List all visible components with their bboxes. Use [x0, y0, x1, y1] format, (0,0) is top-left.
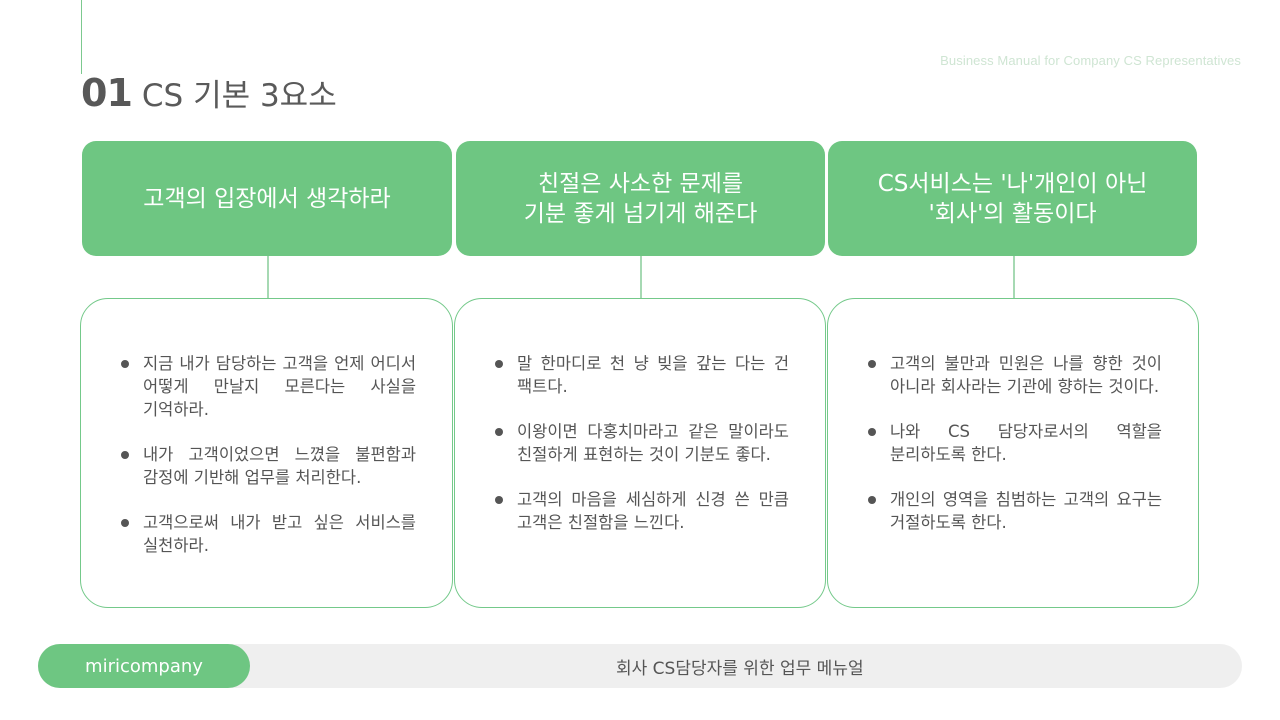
bullet-icon — [495, 360, 503, 368]
list-item: 고객의 마음을 세심하게 신경 쓴 만큼 고객은 친절함을 느낀다. — [495, 488, 789, 534]
bullet-text: 고객의 불만과 민원은 나를 향한 것이 아니라 회사라는 기관에 향하는 것이… — [890, 354, 1162, 396]
bullet-icon — [121, 360, 129, 368]
bullet-text: 내가 고객이었으면 느꼈을 불편함과 감정에 기반해 업무를 처리한다. — [143, 445, 416, 487]
column-2-connector — [640, 256, 642, 299]
bullet-icon — [868, 496, 876, 504]
list-item: 이왕이면 다홍치마라고 같은 말이라도 친절하게 표현하는 것이 기분도 좋다. — [495, 420, 789, 466]
column-2-heading: 친절은 사소한 문제를 기분 좋게 넘기게 해준다 — [523, 170, 758, 227]
list-item: 고객의 불만과 민원은 나를 향한 것이 아니라 회사라는 기관에 향하는 것이… — [868, 352, 1162, 398]
bullet-text: 지금 내가 담당하는 고객을 언제 어디서 어떻게 만날지 모른다는 사실을 기… — [143, 354, 416, 419]
decorative-vertical-line — [81, 0, 82, 74]
bullet-icon — [495, 428, 503, 436]
footer-brand: miricompany — [85, 655, 203, 677]
column-2-heading-box: 친절은 사소한 문제를 기분 좋게 넘기게 해준다 — [456, 141, 825, 256]
list-item: 말 한마디로 천 냥 빚을 갚는 다는 건 팩트다. — [495, 352, 789, 398]
column-1-bullet-list: 지금 내가 담당하는 고객을 언제 어디서 어떻게 만날지 모른다는 사실을 기… — [121, 352, 416, 579]
list-item: 지금 내가 담당하는 고객을 언제 어디서 어떻게 만날지 모른다는 사실을 기… — [121, 352, 416, 421]
footer-caption: 회사 CS담당자를 위한 업무 메뉴얼 — [616, 659, 864, 679]
section-number: 01 — [81, 71, 133, 115]
column-1-card: 지금 내가 담당하는 고객을 언제 어디서 어떻게 만날지 모른다는 사실을 기… — [80, 298, 453, 608]
column-1-connector — [267, 256, 269, 299]
bullet-text: 개인의 영역을 침범하는 고객의 요구는 거절하도록 한다. — [890, 490, 1162, 532]
bullet-icon — [495, 496, 503, 504]
list-item: 내가 고객이었으면 느꼈을 불편함과 감정에 기반해 업무를 처리한다. — [121, 443, 416, 489]
bullet-text: 말 한마디로 천 냥 빚을 갚는 다는 건 팩트다. — [517, 354, 789, 396]
section-title: CS 기본 3요소 — [141, 78, 337, 114]
column-3-heading: CS서비스는 '나'개인이 아닌 '회사'의 활동이다 — [877, 170, 1148, 227]
bullet-icon — [868, 428, 876, 436]
column-2-bullet-list: 말 한마디로 천 냥 빚을 갚는 다는 건 팩트다. 이왕이면 다홍치마라고 같… — [495, 352, 789, 556]
bullet-text: 이왕이면 다홍치마라고 같은 말이라도 친절하게 표현하는 것이 기분도 좋다. — [517, 422, 789, 464]
page-title: 01 CS 기본 3요소 — [81, 70, 337, 120]
bullet-text: 고객으로써 내가 받고 싶은 서비스를 실천하라. — [143, 513, 416, 555]
column-3-card: 고객의 불만과 민원은 나를 향한 것이 아니라 회사라는 기관에 향하는 것이… — [827, 298, 1199, 608]
bullet-text: 고객의 마음을 세심하게 신경 쓴 만큼 고객은 친절함을 느낀다. — [517, 490, 789, 532]
column-2-card: 말 한마디로 천 냥 빚을 갚는 다는 건 팩트다. 이왕이면 다홍치마라고 같… — [454, 298, 826, 608]
bullet-icon — [868, 360, 876, 368]
document-subtitle: Business Manual for Company CS Represent… — [940, 53, 1241, 68]
column-3-heading-box: CS서비스는 '나'개인이 아닌 '회사'의 활동이다 — [828, 141, 1197, 256]
bullet-text: 나와 CS 담당자로서의 역할을 분리하도록 한다. — [890, 422, 1162, 464]
list-item: 나와 CS 담당자로서의 역할을 분리하도록 한다. — [868, 420, 1162, 466]
footer-brand-pill: miricompany — [38, 644, 250, 688]
column-3-bullet-list: 고객의 불만과 민원은 나를 향한 것이 아니라 회사라는 기관에 향하는 것이… — [868, 352, 1162, 556]
column-1-heading: 고객의 입장에서 생각하라 — [143, 185, 391, 212]
bullet-icon — [121, 519, 129, 527]
column-3-connector — [1013, 256, 1015, 299]
list-item: 고객으로써 내가 받고 싶은 서비스를 실천하라. — [121, 511, 416, 557]
list-item: 개인의 영역을 침범하는 고객의 요구는 거절하도록 한다. — [868, 488, 1162, 534]
bullet-icon — [121, 451, 129, 459]
column-1-heading-box: 고객의 입장에서 생각하라 — [82, 141, 452, 256]
